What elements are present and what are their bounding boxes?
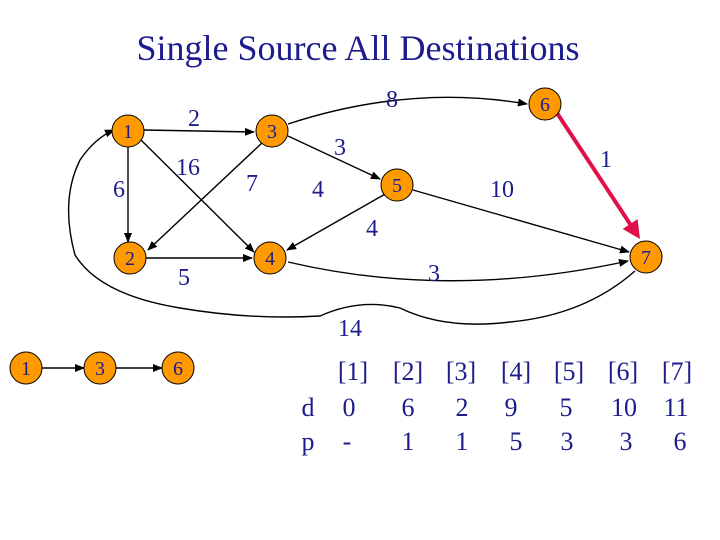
svg-text:4: 4 — [265, 248, 275, 270]
node-2: 2 — [113, 241, 147, 275]
svg-text:6: 6 — [173, 358, 183, 380]
table-cell: 3 — [620, 427, 633, 456]
table-cell: - — [343, 427, 352, 456]
weight-3-2: 7 — [246, 171, 258, 197]
svg-text:1: 1 — [123, 121, 133, 143]
table-header: [3] — [446, 357, 476, 386]
table-header: [1] — [338, 357, 368, 386]
edge-7-1 — [67, 129, 636, 325]
slide-title: Single Source All Destinations — [137, 28, 580, 68]
edge-3-2 — [147, 141, 264, 251]
edge-3-6 — [287, 96, 528, 125]
node-4: 4 — [253, 241, 287, 275]
table-header: [6] — [608, 357, 638, 386]
path-node-1: 1 — [9, 351, 43, 385]
table-cell: 6 — [674, 427, 687, 456]
table-cell: 0 — [343, 393, 356, 422]
node-3: 3 — [255, 114, 289, 148]
node-1: 1 — [111, 114, 145, 148]
weight-5-4-b: 4 — [366, 216, 378, 242]
svg-text:1: 1 — [21, 358, 31, 380]
table-header-row: [1] [2] [3] [4] [5] [6] [7] — [338, 357, 692, 386]
table-cell: 1 — [402, 427, 415, 456]
path-node-6: 6 — [161, 351, 195, 385]
node-7: 7 — [629, 240, 663, 274]
svg-text:3: 3 — [95, 358, 105, 380]
svg-text:7: 7 — [641, 247, 651, 269]
table-cell: 1 — [456, 427, 469, 456]
svg-text:6: 6 — [540, 94, 550, 116]
weight-5-7: 10 — [490, 177, 514, 203]
svg-text:5: 5 — [392, 175, 402, 197]
table-cell: 5 — [510, 427, 523, 456]
edge-4-7 — [287, 259, 629, 282]
weight-7-1: 14 — [338, 316, 362, 342]
table-header: [2] — [393, 357, 423, 386]
edge-1-3 — [143, 127, 255, 136]
edge-3-5 — [287, 135, 381, 180]
node-5: 5 — [380, 168, 414, 202]
edge-6-7-highlight — [555, 111, 640, 240]
row-label-d: d — [302, 393, 315, 422]
table-cell: 6 — [402, 393, 415, 422]
weight-5-4-a: 4 — [312, 177, 324, 203]
table-cell: 5 — [560, 393, 573, 422]
svg-text:2: 2 — [125, 248, 135, 270]
weight-4-7: 3 — [428, 261, 440, 287]
row-label-p: p — [302, 427, 315, 456]
path-node-3: 3 — [83, 351, 117, 385]
weight-2-4: 5 — [178, 265, 190, 291]
table-header: [4] — [501, 357, 531, 386]
svg-text:3: 3 — [267, 121, 277, 143]
weight-1-3: 2 — [188, 106, 200, 132]
weight-3-5: 3 — [334, 135, 346, 161]
table-cell: 11 — [663, 393, 688, 422]
weight-1-2: 6 — [113, 177, 125, 203]
table-cell: 3 — [561, 427, 574, 456]
table-row-p: p - 1 1 5 3 3 6 — [302, 427, 687, 456]
table-row-d: d 0 6 2 9 5 10 11 — [302, 393, 689, 422]
table-cell: 2 — [456, 393, 469, 422]
edge-5-7 — [412, 189, 630, 254]
weight-3-6: 8 — [386, 87, 398, 113]
node-6: 6 — [528, 87, 562, 121]
weight-1-4: 16 — [176, 155, 200, 181]
table-cell: 9 — [505, 393, 518, 422]
edge-5-4 — [286, 192, 388, 251]
edge-1-4 — [140, 139, 255, 253]
weight-6-7: 1 — [600, 147, 612, 173]
table-cell: 10 — [611, 393, 637, 422]
table-header: [5] — [554, 357, 584, 386]
table-header: [7] — [662, 357, 692, 386]
